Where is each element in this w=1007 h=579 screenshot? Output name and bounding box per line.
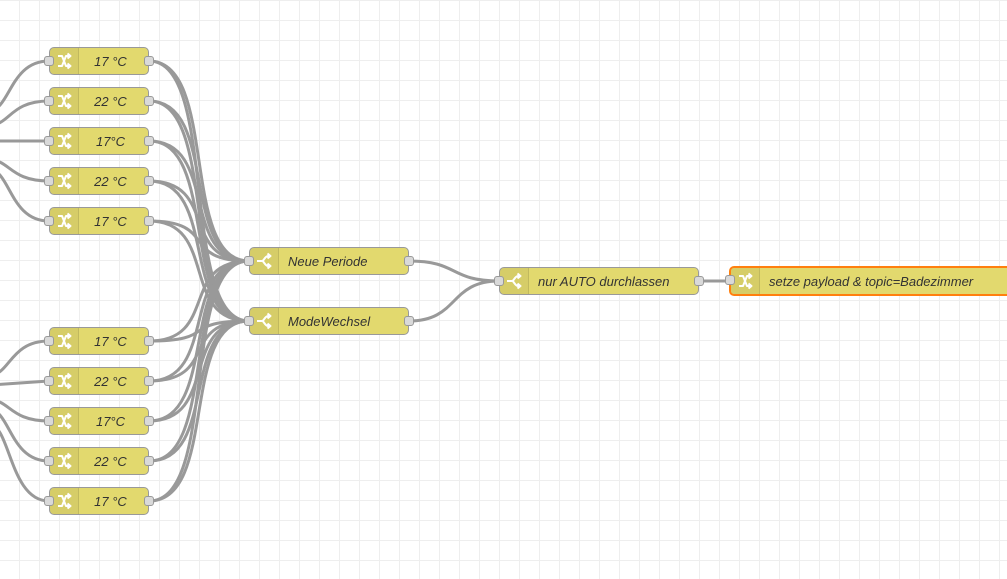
node-label: 22 °C [94, 173, 127, 189]
input-port[interactable] [44, 136, 54, 146]
change-node[interactable]: 22 °C [44, 447, 154, 475]
shuffle-icon [50, 88, 79, 114]
input-port[interactable] [44, 376, 54, 386]
switch-icon [500, 268, 529, 294]
output-port[interactable] [144, 96, 154, 106]
input-port[interactable] [244, 316, 254, 326]
change-node[interactable]: 17°C [44, 407, 154, 435]
input-port[interactable] [494, 276, 504, 286]
shuffle-icon [50, 48, 79, 74]
shuffle-icon [731, 268, 760, 294]
output-port[interactable] [144, 176, 154, 186]
change-node[interactable]: 17 °C [44, 327, 154, 355]
switch-node-mode-wechsel[interactable]: ModeWechsel [244, 307, 414, 335]
node-label: setze payload & topic=Badezimmer [769, 273, 974, 289]
node-label: 17 °C [94, 333, 127, 349]
input-port[interactable] [44, 96, 54, 106]
change-node[interactable]: 22 °C [44, 87, 154, 115]
input-port[interactable] [44, 456, 54, 466]
shuffle-icon [50, 408, 79, 434]
switch-icon [250, 308, 279, 334]
node-label: Neue Periode [288, 253, 368, 269]
input-port[interactable] [44, 216, 54, 226]
output-port[interactable] [694, 276, 704, 286]
output-port[interactable] [144, 56, 154, 66]
node-label: 22 °C [94, 93, 127, 109]
input-port[interactable] [44, 336, 54, 346]
output-port[interactable] [144, 496, 154, 506]
change-node[interactable]: 17 °C [44, 207, 154, 235]
output-port[interactable] [144, 376, 154, 386]
output-port[interactable] [144, 336, 154, 346]
shuffle-icon [50, 208, 79, 234]
output-port[interactable] [144, 136, 154, 146]
node-label: 17 °C [94, 493, 127, 509]
switch-icon [250, 248, 279, 274]
shuffle-icon [50, 128, 79, 154]
node-label: ModeWechsel [288, 313, 371, 329]
change-node[interactable]: 22 °C [44, 167, 154, 195]
output-port[interactable] [144, 216, 154, 226]
input-port[interactable] [44, 496, 54, 506]
switch-node-neue-periode[interactable]: Neue Periode [244, 247, 414, 275]
node-label: 17°C [95, 413, 126, 429]
node-label: 17 °C [94, 213, 127, 229]
input-port[interactable] [244, 256, 254, 266]
node-label: 22 °C [94, 453, 127, 469]
shuffle-icon [50, 488, 79, 514]
input-port[interactable] [725, 275, 735, 285]
input-port[interactable] [44, 176, 54, 186]
input-port[interactable] [44, 416, 54, 426]
change-node[interactable]: 17°C [44, 127, 154, 155]
node-label: 22 °C [94, 373, 127, 389]
output-port[interactable] [404, 256, 414, 266]
output-port[interactable] [144, 416, 154, 426]
input-port[interactable] [44, 56, 54, 66]
node-label: 17°C [95, 133, 126, 149]
change-node[interactable]: 22 °C [44, 367, 154, 395]
node-label: nur AUTO durchlassen [538, 273, 670, 289]
output-port[interactable] [144, 456, 154, 466]
shuffle-icon [50, 368, 79, 394]
change-node[interactable]: 17 °C [44, 47, 154, 75]
shuffle-icon [50, 448, 79, 474]
output-port[interactable] [404, 316, 414, 326]
shuffle-icon [50, 328, 79, 354]
change-node-setze-payload[interactable]: setze payload & topic=Badezimmer [725, 266, 1007, 296]
shuffle-icon [50, 168, 79, 194]
switch-node-nur-auto[interactable]: nur AUTO durchlassen [494, 267, 704, 295]
change-node[interactable]: 17 °C [44, 487, 154, 515]
node-label: 17 °C [94, 53, 127, 69]
